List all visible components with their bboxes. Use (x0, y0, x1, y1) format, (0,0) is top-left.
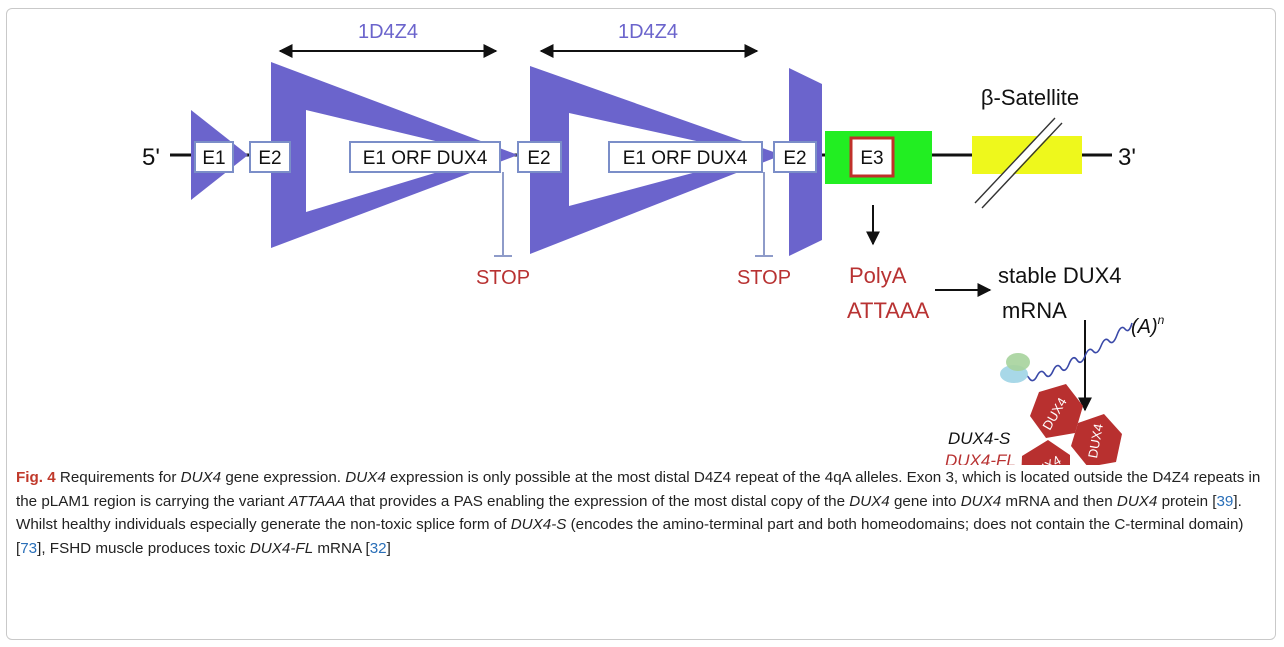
repeat-2-label: 1D4Z4 (618, 21, 678, 43)
break-slash-1 (975, 117, 1061, 208)
stable-dux4-label: stable DUX4 (998, 263, 1122, 288)
exon-e2-first: E2 (249, 141, 291, 173)
mrna-label: mRNA (1002, 298, 1067, 323)
reference-link-39[interactable]: 39 (1216, 492, 1234, 510)
break-slash-a (974, 117, 1056, 204)
svg-text:E2: E2 (527, 148, 550, 169)
figure-caption: Fig. 4 Requirements for DUX4 gene expres… (16, 469, 1261, 557)
polya-label: PolyA (849, 263, 907, 288)
attaaa-label: ATTAAA (847, 298, 930, 323)
break-slash-b (981, 122, 1063, 209)
dux4-protein-2: DUX4 (1071, 414, 1122, 465)
five-prime-label: 5' (142, 144, 160, 171)
ribosome-icon (1000, 353, 1030, 383)
exon-e3: E3 (849, 136, 895, 178)
dux4-protein-3: DUX4 (1021, 440, 1070, 465)
exon-e2-second: E2 (517, 141, 562, 173)
reference-link-73[interactable]: 73 (20, 539, 38, 557)
exon-e2-third: E2 (773, 141, 817, 173)
stop-2-label: STOP (737, 267, 791, 289)
svg-text:E3: E3 (860, 148, 883, 169)
dux4-protein-1: DUX4 (1030, 384, 1083, 438)
repeat-1-label: 1D4Z4 (358, 21, 418, 43)
polya-tail-label: (A)n (1131, 313, 1165, 338)
dux4-fl-label: DUX4-FL (945, 451, 1016, 465)
svg-text:E1 ORF DUX4: E1 ORF DUX4 (363, 148, 488, 169)
reference-link-32[interactable]: 32 (369, 539, 387, 557)
svg-text:E2: E2 (783, 148, 806, 169)
orf-dux4-second: E1 ORF DUX4 (608, 141, 763, 173)
svg-text:DUX4: DUX4 (1085, 423, 1106, 460)
three-prime-label: 3' (1118, 144, 1136, 171)
svg-text:E1 ORF DUX4: E1 ORF DUX4 (623, 148, 748, 169)
svg-text:E2: E2 (258, 148, 281, 169)
figure-label: Fig. 4 (16, 469, 56, 486)
orf-dux4-first: E1 ORF DUX4 (349, 141, 501, 173)
svg-text:E1: E1 (202, 148, 225, 169)
dux4-expression-diagram: 5' 3' 1D4Z4 1D4Z4 E1 E2 E1 ORF DUX4 E2 E… (142, 21, 1165, 465)
exon-e1: E1 (194, 141, 234, 173)
stop-1-label: STOP (476, 267, 530, 289)
dux4-s-label: DUX4-S (948, 429, 1011, 448)
beta-satellite-label: β-Satellite (981, 85, 1079, 110)
